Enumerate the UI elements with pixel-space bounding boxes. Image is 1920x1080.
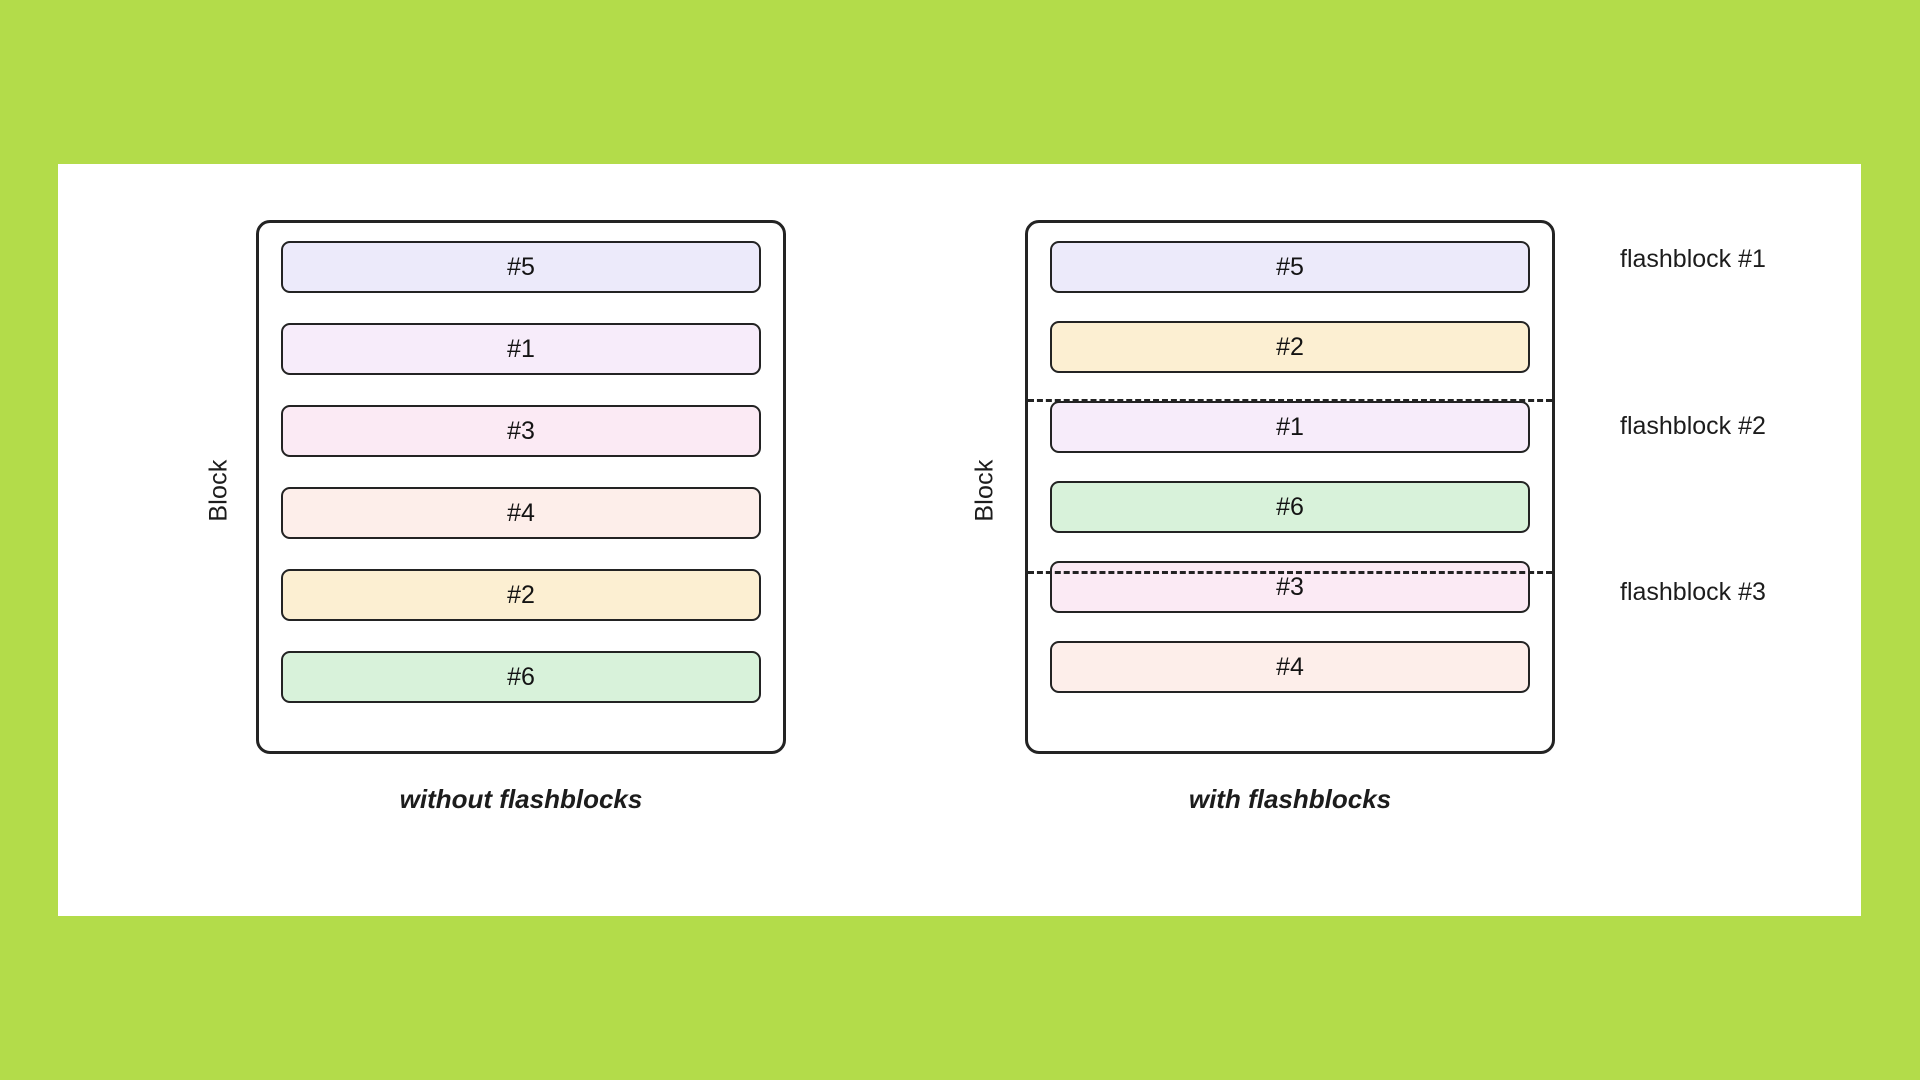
transaction-row[interactable]: #1 xyxy=(1050,401,1530,453)
transaction-row[interactable]: #5 xyxy=(1050,241,1530,293)
flashblock-divider-1 xyxy=(1028,399,1552,402)
block-container-left: #5 #1 #3 #4 #2 #6 xyxy=(256,220,786,754)
transaction-label: #1 xyxy=(507,334,535,363)
transaction-row[interactable]: #2 xyxy=(1050,321,1530,373)
caption-with-flashblocks: with flashblocks xyxy=(1188,784,1392,814)
axis-label-block-right: Block xyxy=(968,430,1002,550)
transaction-label: #6 xyxy=(1276,492,1304,521)
transaction-row[interactable]: #2 xyxy=(281,569,761,621)
transaction-label: #5 xyxy=(507,252,535,281)
transaction-label: #2 xyxy=(1276,332,1304,361)
diagram-card: Block #5 #1 #3 #4 #2 #6 xyxy=(58,164,1861,916)
axis-label-block-left: Block xyxy=(202,430,236,550)
transaction-label: #1 xyxy=(1276,412,1304,441)
flashblock-label-3: flashblock #3 xyxy=(1620,578,1766,606)
axis-label-block-right-text: Block xyxy=(970,458,999,522)
block-container-right: #5 #2 #1 #6 #3 #4 xyxy=(1025,220,1555,754)
transaction-row[interactable]: #3 xyxy=(281,405,761,457)
transaction-row[interactable]: #3 xyxy=(1050,561,1530,613)
transaction-label: #6 xyxy=(507,662,535,691)
transaction-label: #5 xyxy=(1276,252,1304,281)
flashblock-divider-2 xyxy=(1028,571,1552,574)
transaction-label: #3 xyxy=(1276,572,1304,601)
transaction-row[interactable]: #5 xyxy=(281,241,761,293)
transaction-row[interactable]: #4 xyxy=(1050,641,1530,693)
transaction-row[interactable]: #1 xyxy=(281,323,761,375)
caption-without-flashblocks: without flashblocks xyxy=(399,784,643,814)
axis-label-block-left-text: Block xyxy=(204,458,233,522)
transaction-row[interactable]: #6 xyxy=(1050,481,1530,533)
transaction-row[interactable]: #6 xyxy=(281,651,761,703)
transaction-label: #4 xyxy=(507,498,535,527)
flashblock-label-1: flashblock #1 xyxy=(1620,245,1766,273)
transaction-label: #4 xyxy=(1276,652,1304,681)
transaction-row[interactable]: #4 xyxy=(281,487,761,539)
flashblock-label-2: flashblock #2 xyxy=(1620,412,1766,440)
transaction-label: #2 xyxy=(507,580,535,609)
transaction-label: #3 xyxy=(507,416,535,445)
